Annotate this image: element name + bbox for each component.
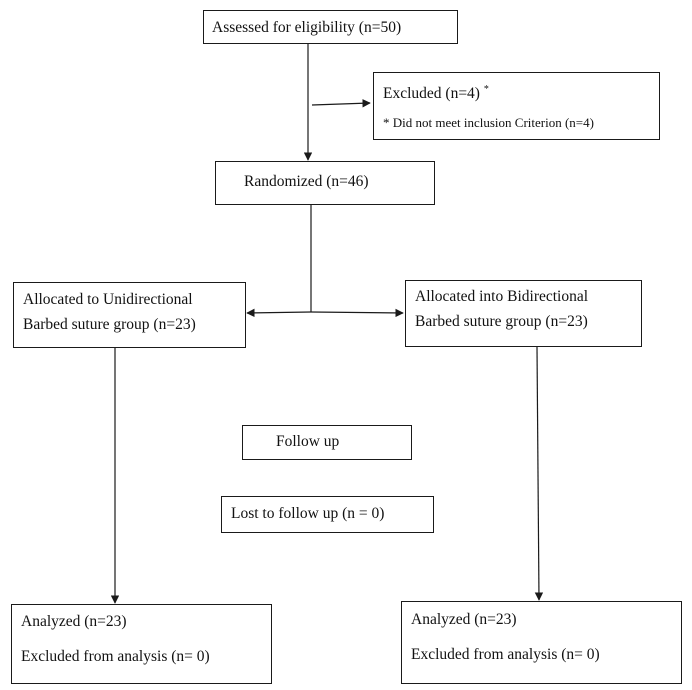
unidirectional-line2: Barbed suture group (n=23) [23, 316, 196, 333]
excluded-box [373, 72, 660, 140]
analyzed-left-line1: Analyzed (n=23) [21, 613, 127, 630]
unidirectional-line1: Allocated to Unidirectional [23, 291, 193, 308]
lost-to-follow-up-text: Lost to follow up (n = 0) [231, 505, 385, 522]
arrow-to-unidirectional [246, 308, 312, 318]
bidirectional-line2: Barbed suture group (n=23) [415, 313, 588, 330]
unidirectional-box [13, 282, 246, 348]
analyzed-right-box [401, 601, 682, 684]
arrow-to-bidirectional [310, 308, 404, 318]
analyzed-left-line2: Excluded from analysis (n= 0) [21, 648, 210, 665]
analyzed-right-line1: Analyzed (n=23) [411, 611, 517, 628]
lost-to-follow-up-box [221, 496, 434, 533]
follow-up-text: Follow up [276, 433, 340, 450]
assessed-box [203, 10, 458, 44]
randomized-box [215, 161, 435, 205]
excluded-title-mark: * [483, 84, 489, 95]
arrow-right-to-analyzed [534, 346, 544, 601]
bidirectional-line1: Allocated into Bidirectional [415, 288, 589, 305]
assessed-text: Assessed for eligibility (n=50) [212, 19, 402, 36]
analyzed-right-line2: Excluded from analysis (n= 0) [411, 646, 600, 663]
analyzed-left-box [11, 604, 272, 684]
follow-up-box [242, 425, 412, 460]
arrow-to-excluded [311, 99, 371, 108]
excluded-title: Excluded (n=4) * [383, 81, 489, 103]
excluded-reason: * Did not meet inclusion Criterion (n=4) [383, 115, 594, 130]
randomized-text: Randomized (n=46) [244, 173, 369, 190]
excluded-title-text: Excluded (n=4) [383, 85, 480, 103]
bidirectional-box [405, 280, 642, 347]
